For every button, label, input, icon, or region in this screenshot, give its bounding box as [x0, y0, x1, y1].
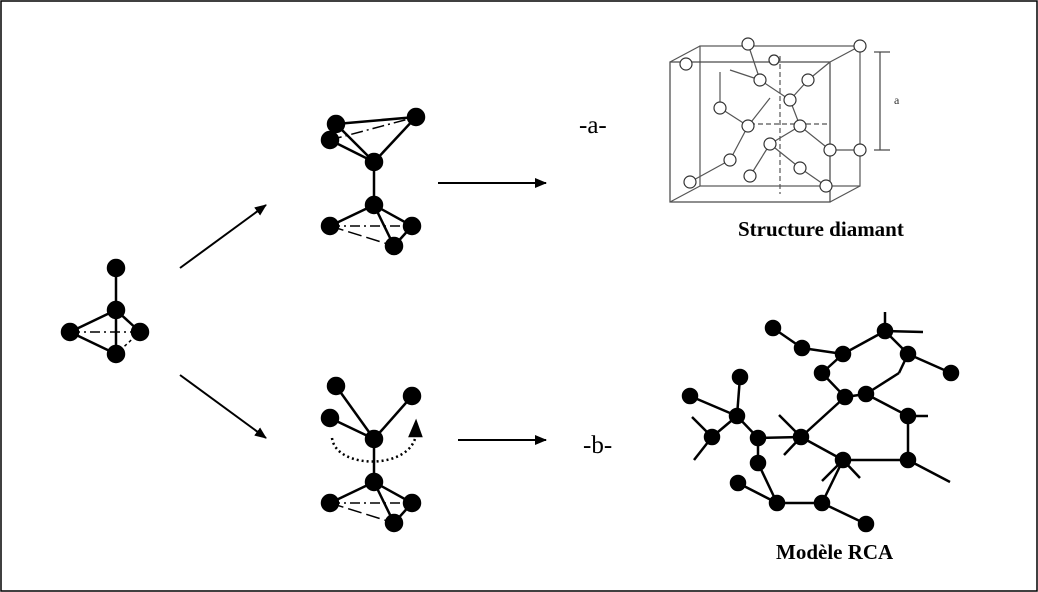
tetrahedron-unit — [60, 258, 150, 364]
staggered-dimer — [320, 107, 426, 256]
arrow-to-rotated — [179, 374, 267, 439]
arrow-to-staggered — [179, 204, 267, 269]
rotated-dimer — [320, 376, 423, 533]
diamond-structure-caption: Structure diamant — [738, 217, 904, 241]
diamond-structure-figure — [669, 37, 890, 203]
rca-model-caption: Modèle RCA — [776, 540, 894, 564]
lattice-dimension-label: a — [894, 93, 900, 107]
pathway-b-label: -b- — [583, 432, 613, 459]
rca-network-figure — [681, 312, 960, 533]
pathway-a-label: -a- — [579, 112, 607, 139]
